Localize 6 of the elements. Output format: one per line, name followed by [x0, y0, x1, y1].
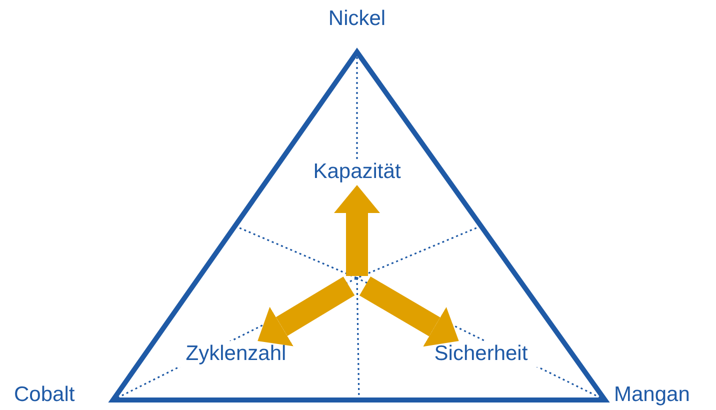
thick-arrow [258, 276, 355, 346]
vertex-label: Mangan [614, 382, 690, 408]
thick-arrow [334, 185, 380, 276]
vertex-label: Cobalt [14, 382, 75, 408]
thick-arrow [359, 276, 459, 347]
vertex-label: Nickel [328, 6, 386, 32]
